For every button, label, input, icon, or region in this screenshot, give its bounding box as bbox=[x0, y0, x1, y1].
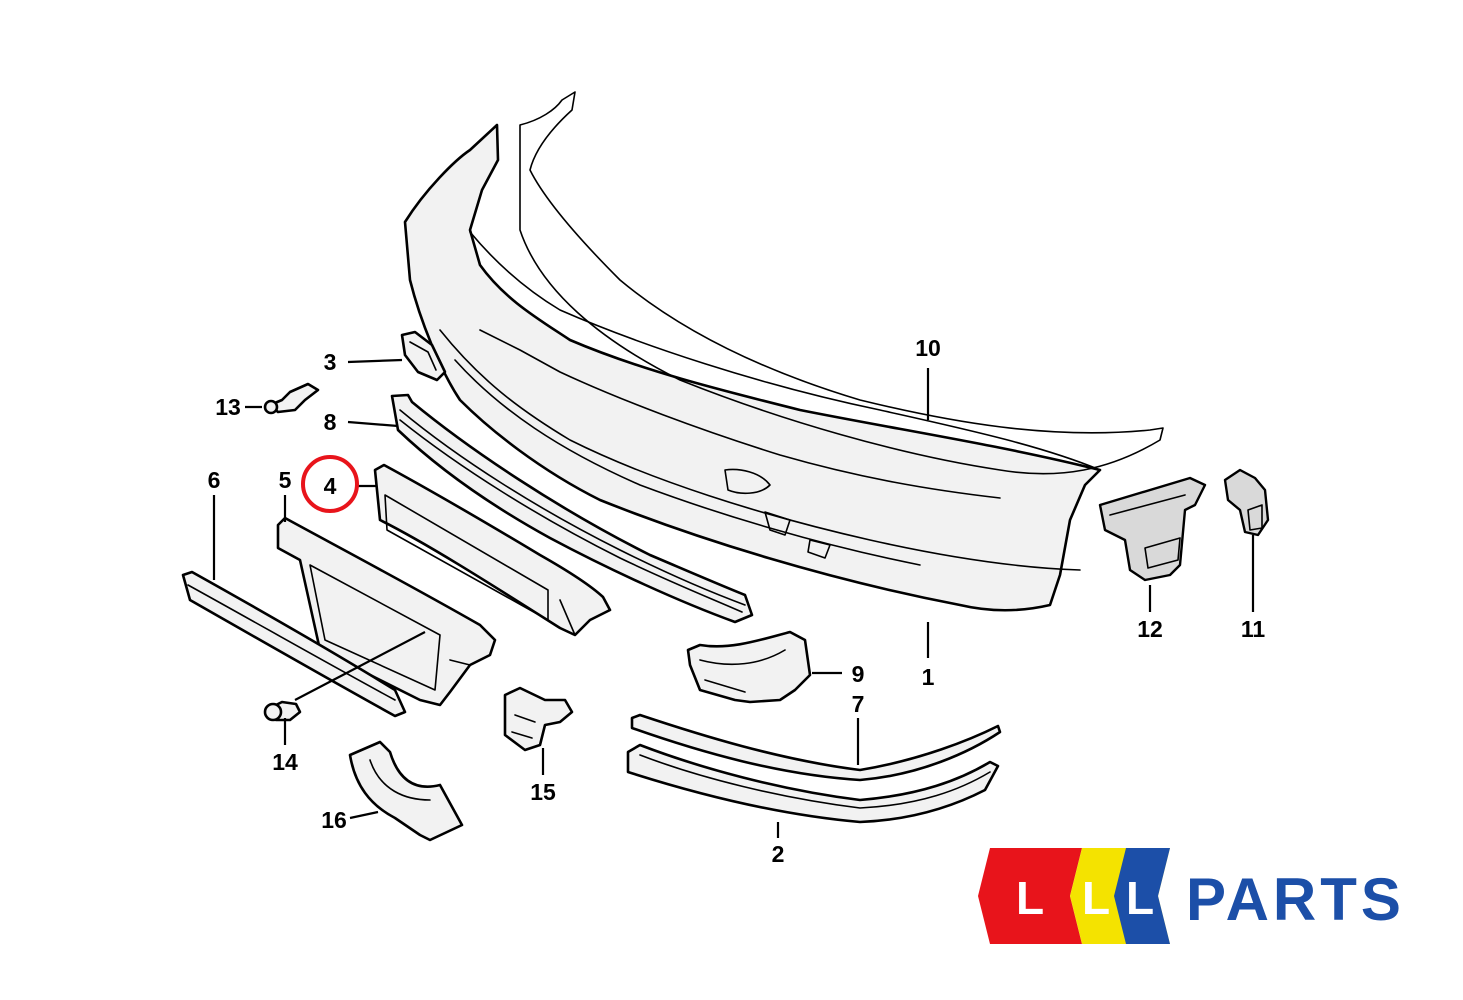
part-11-clip bbox=[1223, 468, 1270, 537]
part-9-lamp-cover bbox=[686, 630, 812, 704]
part-6-trim-strip bbox=[181, 570, 407, 718]
leader-lines bbox=[212, 358, 1255, 838]
callout-3: 3 bbox=[324, 349, 337, 375]
callout-13: 13 bbox=[215, 394, 241, 420]
part-4-grille-frame bbox=[373, 463, 612, 637]
callout-10: 10 bbox=[915, 335, 941, 361]
part-16-air-duct bbox=[348, 740, 464, 842]
lll-parts-logo: L L L PARTS bbox=[978, 848, 1405, 944]
part-3-bracket bbox=[400, 330, 447, 382]
logo-letter-3: L bbox=[1126, 872, 1154, 924]
callout-11: 11 bbox=[1241, 616, 1266, 642]
callout-16: 16 bbox=[321, 807, 347, 833]
callout-labels: 1 2 3 4 5 6 7 8 9 10 11 12 13 14 15 16 bbox=[208, 335, 1266, 867]
part-7-lower-trim bbox=[630, 713, 1002, 782]
logo-block-red bbox=[978, 848, 1082, 944]
part-13-rivet bbox=[263, 382, 320, 415]
highlight-circle bbox=[301, 455, 359, 513]
part-14-push-pin bbox=[263, 700, 302, 722]
callout-6: 6 bbox=[208, 467, 221, 493]
callout-8: 8 bbox=[324, 409, 337, 435]
part-12-side-bracket bbox=[1098, 476, 1207, 582]
callout-2: 2 bbox=[772, 841, 785, 867]
part-2-bumper-strip bbox=[626, 743, 1000, 824]
logo-letter-2: L bbox=[1082, 872, 1110, 924]
part-15-clip bbox=[503, 686, 574, 752]
callout-14: 14 bbox=[272, 749, 298, 775]
callout-5: 5 bbox=[279, 467, 292, 493]
callout-1: 1 bbox=[922, 664, 935, 690]
logo-wordmark: PARTS bbox=[1186, 866, 1405, 933]
callout-12: 12 bbox=[1137, 616, 1163, 642]
callout-7: 7 bbox=[852, 691, 865, 717]
logo-block-blue bbox=[1114, 848, 1170, 944]
callout-15: 15 bbox=[530, 779, 556, 805]
callout-4: 4 bbox=[324, 473, 337, 499]
part-bumper-cover bbox=[403, 91, 1164, 612]
part-8-grille-strip bbox=[390, 393, 754, 624]
logo-letter-1: L bbox=[1016, 872, 1044, 924]
callout-9: 9 bbox=[852, 661, 865, 687]
